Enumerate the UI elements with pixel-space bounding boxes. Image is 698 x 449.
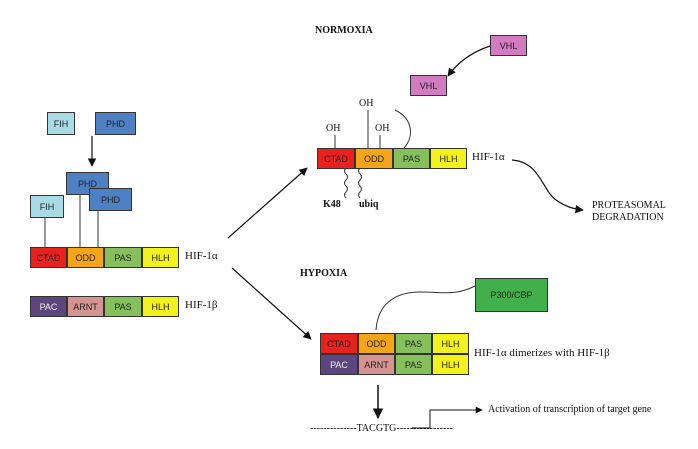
vhl-box-bound: VHL (410, 75, 447, 96)
hif1a-ctad-domain: CTAD (30, 247, 67, 268)
oh-label-ctad: OH (326, 123, 341, 134)
ubiquitin-chain-2 (358, 167, 362, 199)
dimer-ctad-domain: CTAD (320, 333, 358, 354)
dimer-arnt-domain: ARNT (358, 354, 395, 375)
degradation-label: DEGRADATION (592, 212, 664, 223)
oh-label-odd: OH (375, 123, 390, 134)
fih-box-bound: FIH (30, 195, 64, 218)
normoxia-hif1a-label: HIF-1α (472, 151, 505, 163)
arrow-to-degradation (511, 159, 584, 214)
dimer-pas-domain-a: PAS (395, 333, 432, 354)
vhl-recruit-arrow (447, 45, 491, 77)
proteasomal-label: PROTEASOMAL (592, 200, 666, 211)
vhl-binding-curve (394, 109, 411, 149)
hif1a-pas-domain: PAS (104, 247, 142, 268)
arrow-to-hypoxia (231, 267, 312, 340)
phd-box-bound-2: PHD (89, 188, 132, 211)
ubiquitin-chain-1 (344, 167, 348, 199)
arrow-to-activation (412, 406, 483, 429)
phd-box-top: PHD (95, 112, 136, 135)
arrow-to-normoxia (227, 167, 308, 239)
fih-box-top: FIH (47, 112, 75, 135)
k48-label: K48 (323, 199, 341, 210)
hif1b-pas-domain: PAS (104, 296, 142, 317)
normoxia-odd-domain: ODD (355, 148, 393, 169)
p300-binding-curve (375, 285, 476, 331)
hif1b-hlh-domain: HLH (142, 296, 179, 317)
dimer-pac-domain: PAC (320, 354, 358, 375)
normoxia-ctad-domain: CTAD (317, 148, 355, 169)
hif1a-hlh-domain: HLH (142, 247, 179, 268)
hif1a-odd-domain: ODD (67, 247, 104, 268)
hif1b-label: HIF-1β (185, 299, 218, 311)
dimer-hlh-domain-b: HLH (432, 354, 469, 375)
normoxia-hlh-domain: HLH (430, 148, 467, 169)
ubiq-label: ubiq (359, 199, 379, 210)
hif1b-arnt-domain: ARNT (67, 296, 104, 317)
normoxia-pas-domain: PAS (393, 148, 430, 169)
activation-label: Activation of transcription of target ge… (488, 404, 652, 415)
hif1b-pac-domain: PAC (30, 296, 67, 317)
vhl-box-top: VHL (490, 35, 527, 56)
dimerization-label: HIF-1α dimerizes with HIF-1β (474, 347, 610, 359)
hif1a-label: HIF-1α (185, 250, 218, 262)
dna-sequence: --------------TACGTG----------------- (310, 423, 453, 434)
normoxia-heading: NORMOXIA (315, 25, 373, 36)
dimer-hlh-domain-a: HLH (432, 333, 469, 354)
dimer-pas-domain-b: PAS (395, 354, 432, 375)
hypoxia-heading: HYPOXIA (300, 268, 348, 279)
p300-cbp-box: P300/CBP (475, 278, 548, 312)
oh-label-odd-top: OH (359, 98, 374, 109)
dimer-odd-domain: ODD (358, 333, 395, 354)
